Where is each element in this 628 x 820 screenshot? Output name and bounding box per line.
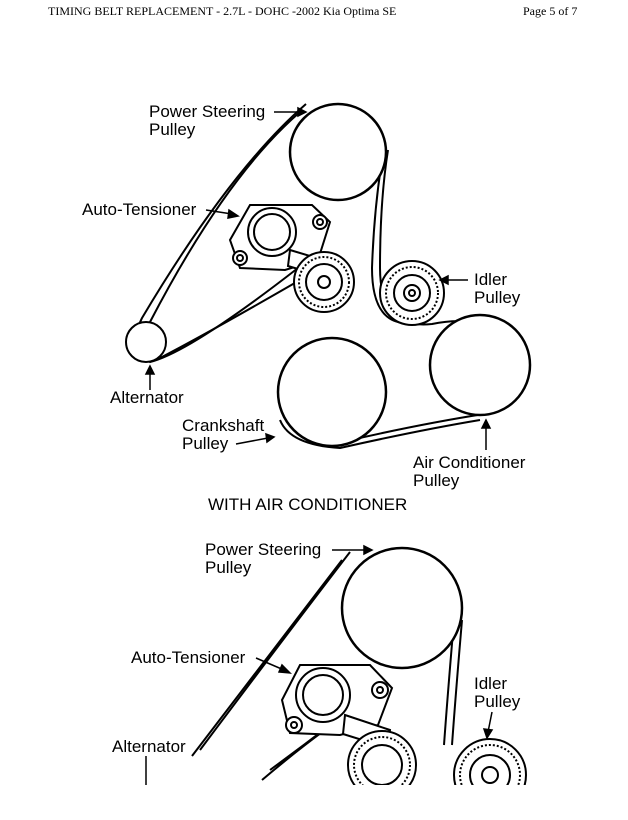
alternator-pulley [125, 321, 167, 363]
auto-tensioner [228, 204, 332, 280]
label-idler-pulley-2: Idler Pulley [474, 674, 521, 711]
idler-pulley [379, 260, 445, 326]
auto-tensioner-2 [280, 664, 394, 750]
document-title: TIMING BELT REPLACEMENT - 2.7L - DOHC -2… [48, 4, 397, 18]
leader-idler-2 [487, 711, 493, 733]
label-alternator-2: Alternator [112, 737, 186, 756]
belt-left-outer [191, 551, 351, 757]
label-crankshaft-pulley: Crankshaft Pulley [182, 416, 265, 453]
tensioner-pulley-2 [347, 730, 417, 785]
leader-auto-tensioner-2 [255, 657, 285, 671]
power-steering-pulley [288, 102, 388, 202]
label-auto-tensioner: Auto-Tensioner [82, 200, 197, 219]
page-header: TIMING BELT REPLACEMENT - 2.7L - DOHC -2… [0, 0, 628, 22]
idler-pulley-2 [453, 738, 527, 785]
leader-auto-tensioner [205, 209, 233, 215]
leader-crankshaft [235, 437, 269, 445]
label-power-steering-2: Power Steering Pulley [205, 540, 322, 577]
tensioner-pulley [293, 251, 355, 313]
diagram-caption: WITH AIR CONDITIONER [208, 495, 408, 514]
belt-diagram-partial [145, 544, 527, 785]
label-auto-tensioner-2: Auto-Tensioner [131, 648, 246, 667]
label-alternator: Alternator [110, 388, 184, 407]
belt-inner [149, 111, 485, 443]
air-conditioner-pulley [428, 313, 532, 417]
label-air-conditioner-pulley: Air Conditioner Pulley [413, 453, 526, 490]
crankshaft-pulley [276, 336, 388, 448]
label-power-steering: Power Steering Pulley [149, 102, 266, 139]
power-steering-pulley-2 [340, 546, 464, 670]
label-idler-pulley: Idler Pulley [474, 270, 521, 307]
belt-diagram-with-ac [125, 102, 532, 450]
page-number: Page 5 of 7 [523, 4, 578, 18]
